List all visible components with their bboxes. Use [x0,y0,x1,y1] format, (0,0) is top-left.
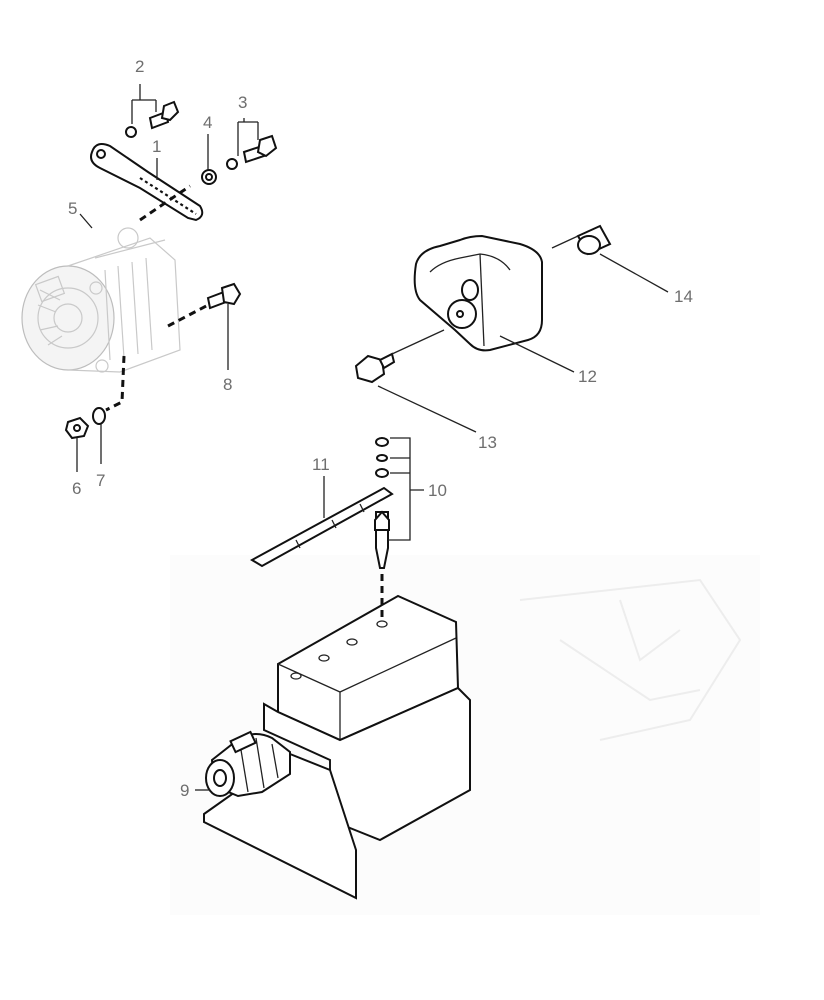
callout-5: 5 [68,199,77,218]
callout-14: 14 [674,287,693,306]
alternator [21,227,181,373]
connection-bar [249,486,394,568]
callout-13: 13 [478,433,497,452]
terminal-cover [413,234,543,352]
callout-1: 1 [152,137,161,156]
callout-7: 7 [96,471,105,490]
washer-7 [92,407,106,425]
bolt-and-washer-3 [226,134,278,170]
glow-plug [374,437,390,569]
callout-6: 6 [72,479,81,498]
callout-labels: 1 2 3 4 5 6 7 8 9 10 11 12 13 14 [68,57,693,800]
assembly-paths [105,184,384,618]
screw-13 [354,352,396,384]
group-brackets [131,84,424,541]
callout-3: 3 [238,93,247,112]
washer-4 [201,169,217,185]
callout-8: 8 [223,375,232,394]
callout-10: 10 [428,481,447,500]
callout-4: 4 [203,113,212,132]
bolt-and-washer-2 [125,100,180,138]
adjusting-bracket [90,143,204,222]
callout-11: 11 [312,455,330,474]
starter-motor [205,730,291,798]
nut-6 [64,416,90,440]
callout-12: 12 [578,367,597,386]
leader-lines [76,134,669,791]
sleeve-14 [576,224,612,256]
callout-2: 2 [135,57,144,76]
callout-9: 9 [180,781,189,800]
through-bolt-8 [206,282,242,310]
